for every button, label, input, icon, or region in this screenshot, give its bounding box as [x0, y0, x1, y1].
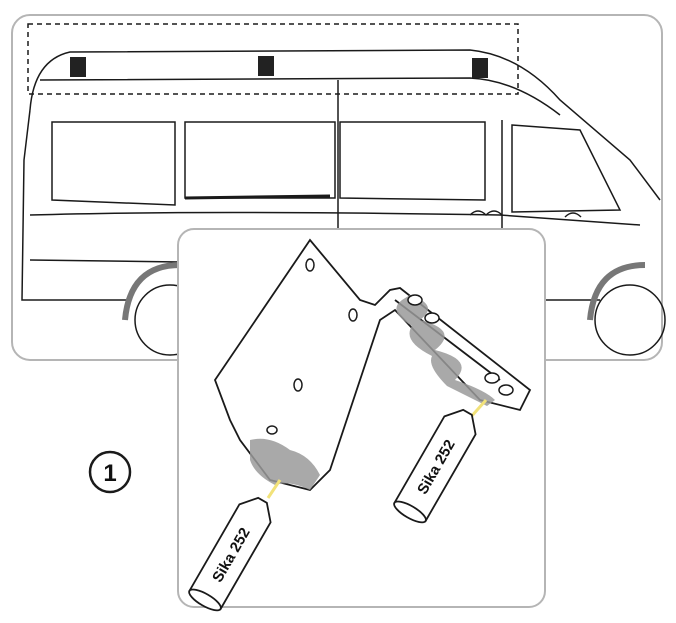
roof-brackets — [70, 56, 488, 78]
highlight-box — [27, 23, 519, 95]
step-number: 1 — [103, 460, 116, 487]
van-outline — [21, 49, 666, 356]
bracket-holes — [266, 258, 514, 435]
step-marker: 1 — [88, 450, 132, 494]
adhesive-bead — [250, 295, 495, 490]
detail-inset: Sika 252 Sika 252 — [177, 228, 546, 612]
